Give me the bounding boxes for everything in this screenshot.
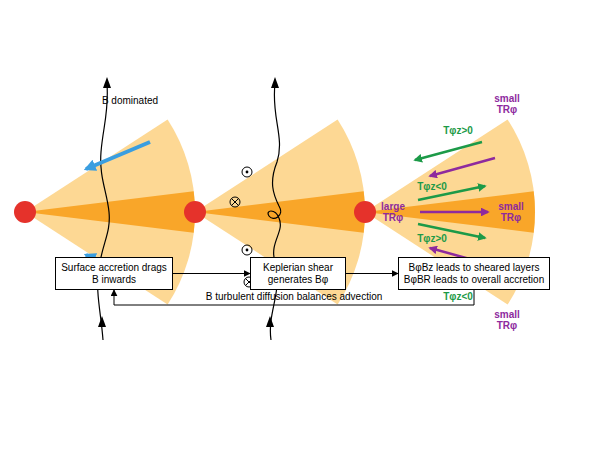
flow-arrow [114,290,474,305]
disk-midplane [25,191,195,232]
process-box: Keplerian shear generates Bφ [250,257,346,290]
flow-arrow [173,273,250,274]
process-box: Surface accretion drags B inwards [55,257,173,290]
field-line [98,84,110,340]
star [14,201,36,223]
field-arrowhead [103,77,111,88]
annotation-label: small TRφ [490,93,524,115]
field-out-symbol [242,167,252,177]
stress-arrow [415,142,482,160]
annotation-label: small TRφ [490,309,524,331]
annotation-label: B dominated [102,95,158,106]
disk-atmosphere [25,119,195,304]
annotation-label: Tφz>0 [417,233,447,244]
process-box: BφBz leads to sheared layers BφBR leads … [398,257,550,290]
star [184,201,206,223]
annotation-label: Tφz<0 [417,181,447,192]
annotation-label: Tφz>0 [443,125,473,136]
star [354,201,376,223]
field-arrowhead [271,77,279,88]
disk-wedge [14,77,195,340]
field-in-symbol [230,197,240,207]
field-arrowhead [98,316,106,327]
box-text: Surface accretion drags B inwards [59,262,169,286]
stress-arrow [420,211,488,214]
annotation-label: Tφz<0 [443,291,473,302]
annotation-label: large TRφ [378,201,408,223]
field-out-symbol [242,245,252,255]
box-text: BφBz leads to sheared layers BφBR leads … [402,262,546,286]
flow-arrow [346,273,398,274]
stress-arrow [430,158,495,176]
field-arrowhead [266,316,274,327]
accretion-arrow [86,142,150,169]
annotation-label: small TRφ [494,201,528,223]
box-text: Keplerian shear generates Bφ [254,262,342,286]
disk-midplane [365,191,535,232]
edge-label: B turbulent diffusion balances advection [206,291,383,302]
